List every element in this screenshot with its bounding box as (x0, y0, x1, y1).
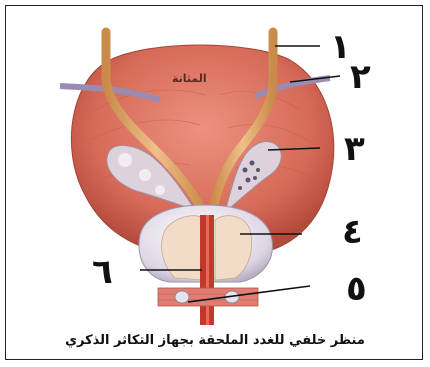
callout-1: ١ (330, 30, 351, 64)
callout-4: ٤ (342, 215, 363, 249)
callout-6: ٦ (92, 255, 113, 289)
bulbourethral-gland-left (175, 291, 189, 303)
callout-3: ٣ (344, 132, 365, 166)
figure-caption: منظر خلفي للغدد الملحقة بجهاز التكاثر ال… (0, 333, 430, 348)
pelvic-floor-muscle (158, 288, 258, 306)
callout-5: ٥ (346, 272, 367, 306)
organ-label-bladder: المثانة (172, 72, 207, 85)
callout-2: ٢ (350, 60, 371, 94)
